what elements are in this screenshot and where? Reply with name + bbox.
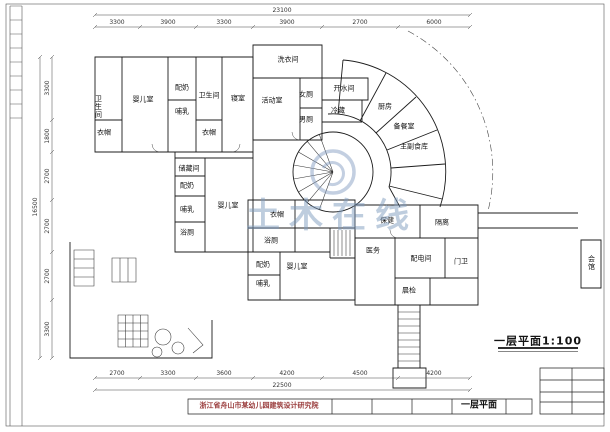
room-label-cloakroom-2: 衣帽 [202, 128, 216, 137]
room-label-cloakroom-3: 衣帽 [270, 210, 284, 219]
dim-left-5: 3300 [44, 321, 51, 337]
room-label-morning-check: 晨检 [402, 286, 416, 295]
watermark-text: 土木在线 [246, 196, 418, 236]
room-label-bath-toilet-2: 浴厕 [264, 236, 278, 245]
dim-bottom-2: 3600 [216, 370, 232, 377]
room-label-gatehouse: 门卫 [454, 257, 468, 266]
room-label-isolation: 隔离 [435, 218, 449, 227]
room-label-nursing-3: 哺乳 [256, 279, 270, 288]
plan-scale-title: 一层平面1:100 [493, 334, 583, 348]
dim-bottom-0: 2700 [109, 370, 125, 377]
dim-top-4: 2700 [352, 19, 368, 26]
room-label-bath-toilet-1: 浴厕 [180, 228, 194, 237]
dim-top-5: 6000 [426, 19, 442, 26]
dim-left-total: 16500 [32, 197, 39, 217]
dim-left-3: 2700 [44, 218, 51, 234]
room-label-hot-water-room: 开水间 [333, 84, 355, 93]
dim-bottom-3: 4200 [279, 370, 295, 377]
room-label-milk-prep-2: 配奶 [180, 181, 194, 190]
dim-left-4: 2700 [44, 268, 51, 284]
room-label-infant-room-2: 婴儿室 [217, 201, 239, 210]
title-bar-grid [187, 367, 605, 415]
room-label-infant-room-1: 婴儿室 [132, 95, 154, 104]
room-label-infant-room-3: 婴儿室 [286, 262, 308, 271]
room-label-male-toilet: 男厕 [299, 115, 313, 124]
walls [69, 44, 602, 389]
room-label-healthcare: 保健 [380, 216, 394, 225]
dim-left-1: 1800 [44, 128, 51, 144]
dim-top-1: 3900 [160, 19, 176, 26]
room-label-milk-prep-1: 配奶 [175, 83, 189, 92]
dim-top-0: 3300 [109, 19, 125, 26]
room-label-laundry: 洗衣间 [277, 55, 299, 64]
dim-top-3: 3900 [279, 19, 295, 26]
room-label-cold-storage: 冷藏 [331, 106, 345, 115]
dim-left-0: 3300 [44, 80, 51, 96]
room-label-pantry: 备餐室 [393, 122, 415, 131]
plan-title-underline [498, 347, 578, 352]
titlebar-company: 浙江省舟山市某幼儿园建筑设计研究院 [199, 401, 319, 410]
room-label-power-room: 配电间 [410, 254, 432, 263]
room-label-kitchen: 厨房 [378, 102, 392, 111]
room-label-medical: 医务 [366, 246, 380, 255]
dashed-site-arc [407, 30, 494, 212]
room-label-storage-room: 储藏间 [178, 164, 200, 173]
room-label-milk-prep-3: 配奶 [256, 260, 270, 269]
sheet-frame [5, 3, 605, 427]
dim-bottom-total: 22500 [272, 382, 292, 389]
watermark-logo [310, 149, 356, 195]
dimension-lines [37, 12, 473, 393]
room-label-bedroom: 寝室 [231, 94, 245, 103]
dim-left-2: 2700 [44, 168, 51, 184]
dim-bottom-4: 4500 [352, 370, 368, 377]
dim-bottom-1: 3300 [160, 370, 176, 377]
room-label-food-storage: 主副食库 [400, 142, 428, 151]
room-label-female-toilet: 女厕 [299, 90, 313, 99]
dim-bottom-5: 4200 [426, 370, 442, 377]
room-label-hall: 会馆 [587, 255, 596, 271]
room-label-cloakroom-1: 衣帽 [97, 128, 111, 137]
room-label-nursing-1: 哺乳 [175, 107, 189, 116]
titlebar-sheet-name: 一层平面 [460, 400, 498, 411]
dim-top-2: 3300 [216, 19, 232, 26]
room-label-toilet-1: 卫生间 [94, 95, 103, 119]
dim-top-total: 23100 [272, 7, 292, 14]
room-label-toilet-2: 卫生间 [198, 91, 220, 100]
room-label-activity-room: 活动室 [261, 96, 283, 105]
room-label-nursing-2: 哺乳 [180, 205, 194, 214]
